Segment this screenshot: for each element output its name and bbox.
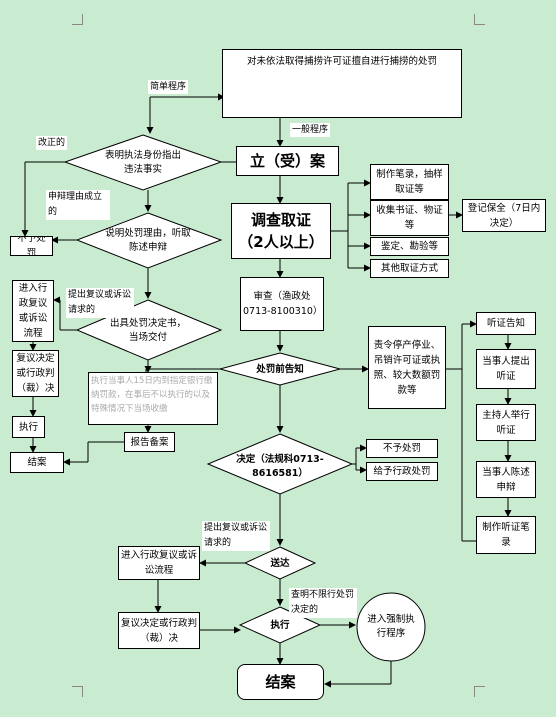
register-box: 登记保全（7日内决定）: [462, 199, 546, 232]
evidence-box-1: 制作笔录，抽样取证等: [370, 164, 449, 200]
issue-decision-text: 出具处罚决定书，当场交付: [109, 318, 186, 343]
party-statement-box: 当事人陈述申辩: [476, 461, 536, 498]
deliver-text: 送达: [270, 557, 290, 569]
evidence-box-4: 其他取证方式: [370, 259, 449, 278]
reason-valid-label: 申辩理由成立的: [46, 190, 110, 220]
review-decision-bottom-box: 复议决定或行政判（裁）决: [118, 612, 200, 649]
no-penalty-left-box: 不予处罚: [10, 236, 53, 256]
evidence-box-2: 收集书证、物证等: [370, 200, 449, 236]
admin-review-left-box: 进入行政复议或诉讼流程: [12, 280, 54, 342]
explain-text: 说明处罚理由，听取陈述申辩: [105, 228, 191, 253]
title-text: 对未依法取得捕捞许可证擅自进行捕捞的处罚: [246, 56, 437, 67]
investigate-title: 调查取证: [250, 211, 311, 229]
crop-mark: [72, 686, 83, 697]
evidence-box-3: 鉴定、勘验等: [370, 237, 449, 256]
suspension-box: 责令停产停业、吊销许可证或执照、较大数额罚款等: [368, 326, 446, 409]
no-penalty-right-box: 不予处罚: [366, 439, 438, 458]
review-decision-left-box: 复议决定或行政判（裁）决: [12, 350, 59, 397]
overdue-note: 执行当事人15日内到指定银行缴纳罚款，在事后不以执行的以及特殊情况下当场收缴: [88, 372, 218, 425]
close-final-box: 结案: [237, 664, 324, 700]
apply-review-label-1: 提出复议或诉讼请求的: [66, 288, 134, 318]
simple-procedure-label: 简单程序: [148, 80, 189, 94]
investigate-sub: （2人以上）: [238, 233, 324, 251]
hearing-record-box: 制作听证笔录: [476, 516, 536, 554]
give-penalty-box: 给予行政处罚: [366, 462, 438, 481]
investigate-box: 调查取证 （2人以上）: [231, 203, 331, 259]
close-left-box: 结案: [10, 452, 64, 473]
crop-mark: [72, 14, 83, 25]
file-case-box: 立（受）案: [236, 146, 339, 176]
execute-bottom-text: 执行: [270, 619, 290, 631]
report-record-box: 报告备案: [124, 432, 175, 452]
general-procedure-label: 一般程序: [290, 123, 331, 137]
request-hearing-box: 当事人提出听证: [476, 349, 536, 389]
crop-mark: [474, 14, 485, 25]
crop-mark: [474, 686, 485, 697]
decision-text: 决定（法规科0713-8616581）: [236, 454, 324, 479]
enforce-text: 进入强制执行程序: [367, 614, 415, 639]
execute-left-box: 执行: [12, 416, 45, 438]
host-hearing-box: 主持人举行听证: [476, 404, 536, 441]
corrected-label: 改正的: [36, 136, 68, 150]
title-box: 对未依法取得捕捞许可证擅自进行捕捞的处罚: [222, 49, 462, 118]
notify-text: 处罚前告知: [256, 363, 304, 375]
not-limit-label: 查明不限行处罚决定的: [289, 588, 357, 618]
hearing-notice-box: 听证告知: [476, 312, 536, 335]
admin-review-bottom-box: 进入行政复议或诉讼流程: [118, 546, 200, 580]
apply-review-label-2: 提出复议或诉讼请求的: [202, 521, 270, 551]
review-audit-box: 审查（渔政处0713-8100310）: [240, 277, 324, 331]
identify-diamond: [63, 134, 223, 191]
identify-text: 表明执法身份指出违法事实: [104, 150, 181, 175]
